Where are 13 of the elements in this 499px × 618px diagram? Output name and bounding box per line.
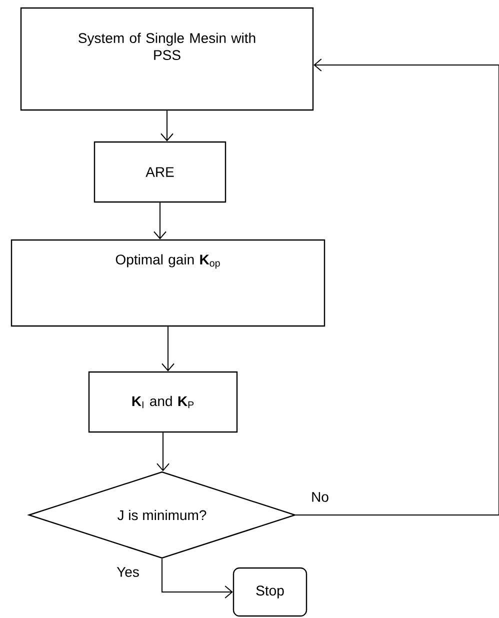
arrow [294,58,499,516]
terminal-box: Stop [232,567,308,617]
arrow [156,432,170,472]
process-box: Optimal gain K$_{op}$ [10,239,326,327]
arrow [160,110,174,142]
arrow [162,558,233,598]
arrow [162,326,174,372]
edge-label: No [312,492,328,502]
process-box: K$_{I}$ and K$_{P}$ [88,371,238,433]
process-box: ARE [94,141,226,203]
arrow [154,202,166,240]
edge-label: Yes [116,567,139,577]
process-box: System of Single Mesin with PSS [20,7,314,111]
